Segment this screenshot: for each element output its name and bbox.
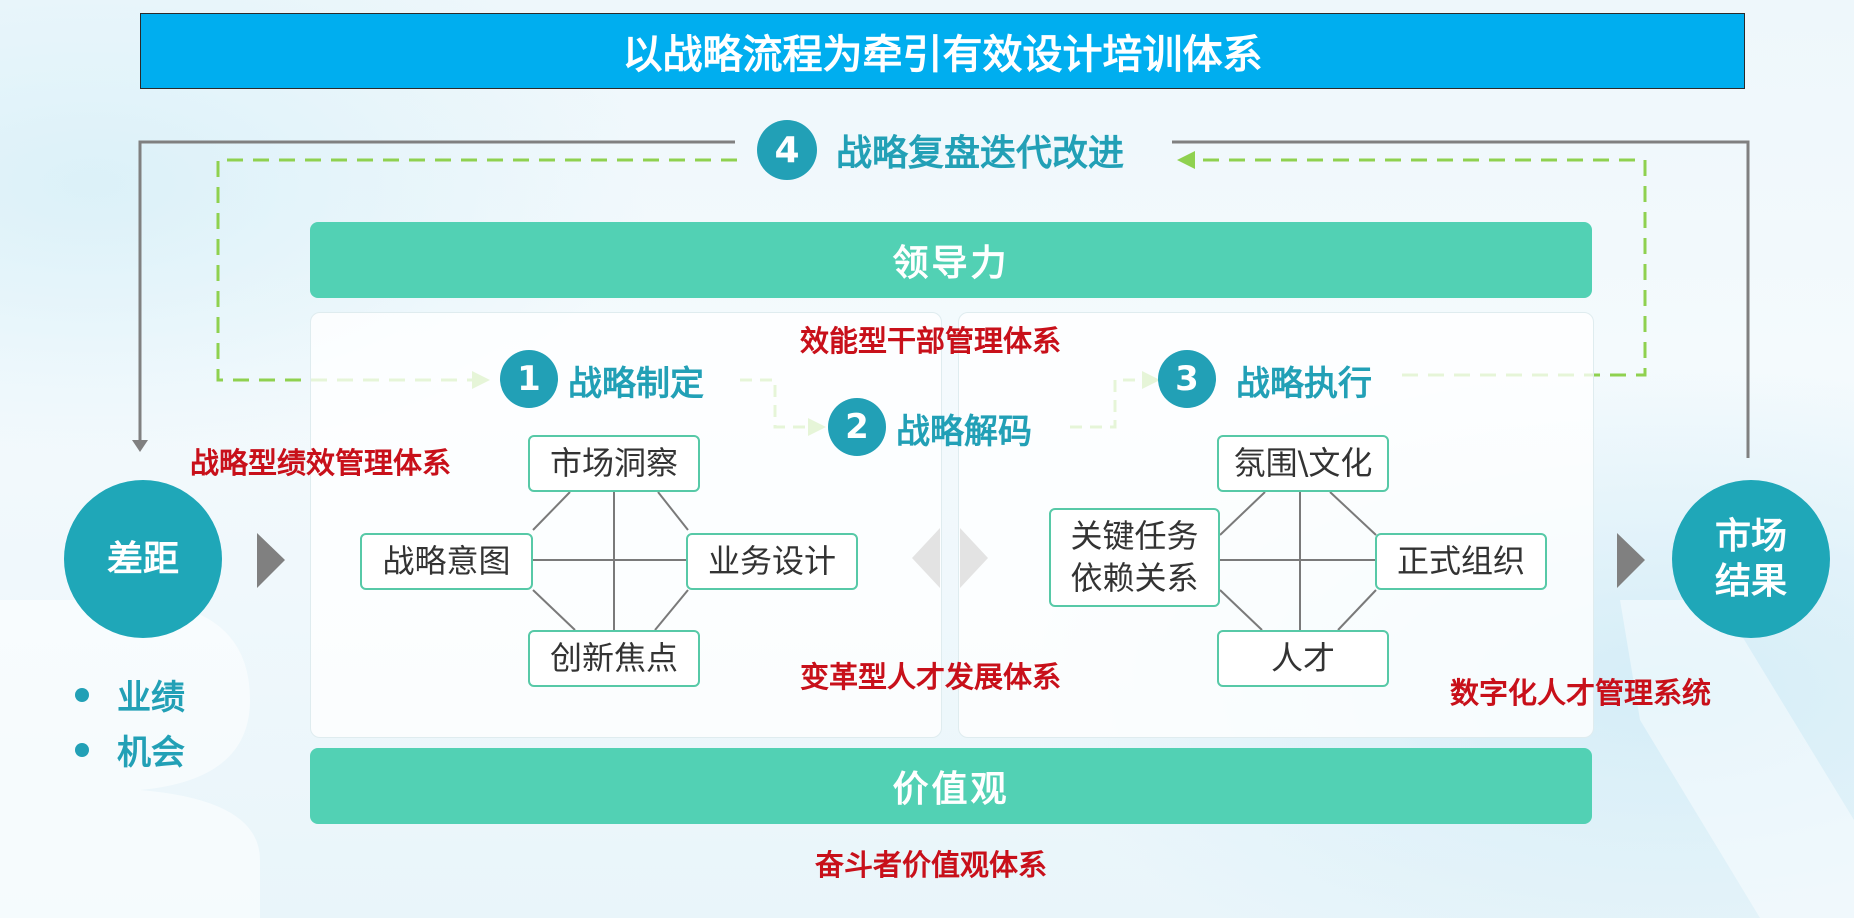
performance-system-label: 战略型绩效管理体系 <box>190 446 452 480</box>
talent-box: 人才 <box>1217 630 1389 687</box>
key-tasks-line1: 关键任务 <box>1070 516 1199 555</box>
digital-talent-system-label: 数字化人才管理系统 <box>1450 676 1712 710</box>
arrow-panel-to-result <box>1617 533 1645 588</box>
iteration-label: 战略复盘迭代改进 <box>836 133 1125 174</box>
strategic-intent-box: 战略意图 <box>360 533 533 590</box>
gap-bullet-opportunity: 机会 <box>117 733 185 773</box>
feedback-arrowhead-down <box>132 440 148 452</box>
business-design-box: 业务设计 <box>686 533 858 590</box>
innovation-focus-box: 创新焦点 <box>528 630 700 687</box>
step-4-number-badge: 4 <box>757 120 817 180</box>
gap-circle: 差距 <box>64 480 222 638</box>
values-system-label: 奋斗者价值观体系 <box>815 848 1048 882</box>
feedback-loop-right-line <box>1172 140 1750 458</box>
cadre-system-label: 效能型干部管理体系 <box>800 324 1062 358</box>
page-title: 以战略流程为牵引有效设计培训体系 <box>140 13 1745 89</box>
step-1-label: 战略制定 <box>568 364 704 404</box>
formal-organization-box: 正式组织 <box>1375 533 1547 590</box>
step-2-label: 战略解码 <box>896 412 1032 452</box>
key-tasks-line2: 依赖关系 <box>1070 558 1199 597</box>
step-3-label: 战略执行 <box>1236 364 1372 404</box>
values-band: 价值观 <box>310 748 1592 824</box>
market-result-line2: 结果 <box>1714 561 1787 602</box>
feedback-loop-left-line <box>138 140 735 440</box>
gap-bullets: 业绩 机会 <box>75 670 185 774</box>
iteration-arrowhead-top <box>1177 151 1195 169</box>
step-1-number-badge: 1 <box>500 350 558 408</box>
bullet-dot <box>75 687 89 702</box>
market-result-line1: 市场 <box>1714 516 1787 557</box>
arrow-gap-to-panel <box>257 533 285 588</box>
culture-box: 氛围\文化 <box>1217 435 1389 492</box>
gap-bullet-performance: 业绩 <box>117 678 185 718</box>
step-3-number-badge: 3 <box>1158 350 1216 408</box>
iteration-loop-right-dash <box>1195 158 1647 377</box>
key-tasks-box: 关键任务 依赖关系 <box>1049 508 1220 607</box>
step-2-number-badge: 2 <box>828 398 886 456</box>
market-result-circle: 市场 结果 <box>1672 480 1830 638</box>
market-insight-box: 市场洞察 <box>528 435 700 492</box>
talent-development-system-label: 变革型人才发展体系 <box>800 660 1062 694</box>
bullet-dot <box>75 742 89 757</box>
gap-bullet-item: 机会 <box>75 725 185 774</box>
leadership-band: 领导力 <box>310 222 1592 298</box>
gap-bullet-item: 业绩 <box>75 670 185 719</box>
